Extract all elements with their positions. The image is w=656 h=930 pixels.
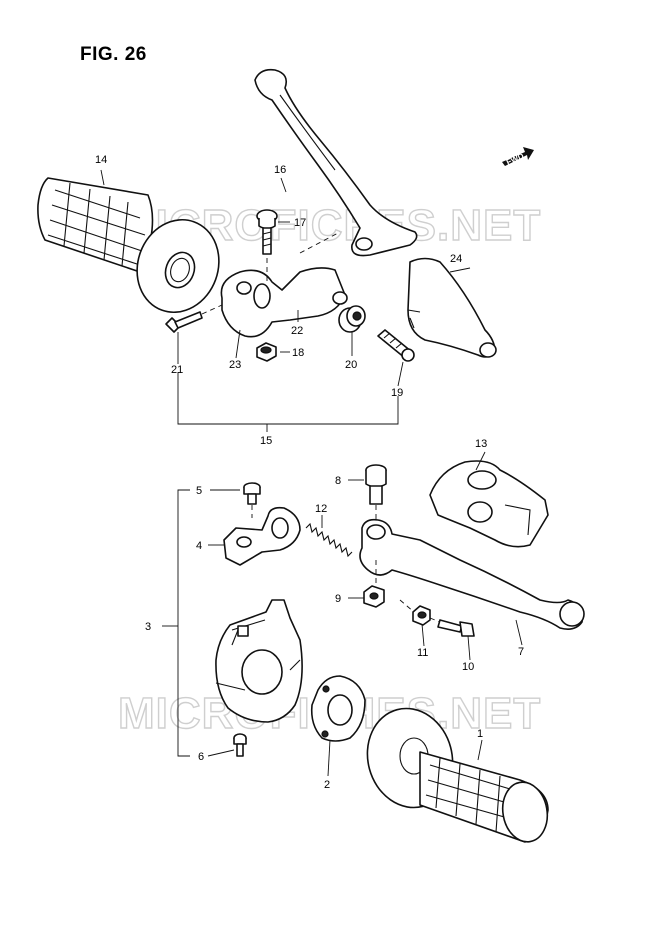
pivot-bolt-part-8 bbox=[365, 464, 387, 505]
callout-22: 22 bbox=[291, 325, 303, 337]
callout-24: 24 bbox=[450, 253, 462, 265]
adjuster-bolt-part-19 bbox=[377, 329, 415, 362]
callout-9: 9 bbox=[335, 593, 341, 605]
switch-housing-part-3 bbox=[215, 599, 303, 723]
screw-part-21 bbox=[165, 311, 203, 333]
adjuster-nut-part-20 bbox=[338, 305, 366, 333]
callout-2: 2 bbox=[324, 779, 330, 791]
callout-15: 15 bbox=[260, 435, 272, 447]
screw-part-6 bbox=[233, 733, 247, 757]
callout-19: 19 bbox=[391, 387, 403, 399]
callout-8: 8 bbox=[335, 475, 341, 487]
callout-7: 7 bbox=[518, 646, 524, 658]
callout-10: 10 bbox=[462, 661, 474, 673]
callout-1: 1 bbox=[477, 728, 483, 740]
lever-part-7 bbox=[359, 518, 585, 630]
callout-12: 12 bbox=[315, 503, 327, 515]
pivot-bolt-part-17 bbox=[256, 209, 278, 255]
screw-part-5 bbox=[243, 482, 261, 505]
callout-16: 16 bbox=[274, 164, 286, 176]
callout-3: 3 bbox=[145, 621, 151, 633]
callout-6: 6 bbox=[198, 751, 204, 763]
callout-5: 5 bbox=[196, 485, 202, 497]
lever-cover-part-24 bbox=[407, 257, 497, 358]
clutch-lever-part-16 bbox=[254, 68, 418, 257]
bolt-part-10 bbox=[437, 619, 475, 637]
callout-4: 4 bbox=[196, 540, 202, 552]
callout-18: 18 bbox=[292, 347, 304, 359]
lever-boot-part-13 bbox=[429, 460, 549, 548]
nut-part-9 bbox=[363, 585, 385, 608]
fwd-label: FWD bbox=[505, 151, 526, 167]
callout-11: 11 bbox=[417, 647, 428, 659]
nut-part-18 bbox=[256, 342, 277, 362]
callout-14: 14 bbox=[95, 154, 107, 166]
lever-holder-part-23 bbox=[220, 267, 348, 338]
right-grip-part-1 bbox=[366, 707, 549, 843]
callout-17: 17 bbox=[294, 217, 306, 229]
callout-21: 21 bbox=[171, 364, 183, 376]
left-grip-part-14 bbox=[37, 177, 220, 314]
nut-part-11 bbox=[412, 605, 431, 626]
callout-23: 23 bbox=[229, 359, 241, 371]
spacer-ring-part-2 bbox=[310, 675, 366, 742]
fwd-arrow-icon: FWD bbox=[502, 147, 534, 167]
figure-title: FIG. 26 bbox=[80, 44, 147, 65]
callout-13: 13 bbox=[475, 438, 487, 450]
spring-part-12 bbox=[305, 522, 353, 558]
callout-20: 20 bbox=[345, 359, 357, 371]
switch-clamp-part-4 bbox=[223, 506, 301, 566]
